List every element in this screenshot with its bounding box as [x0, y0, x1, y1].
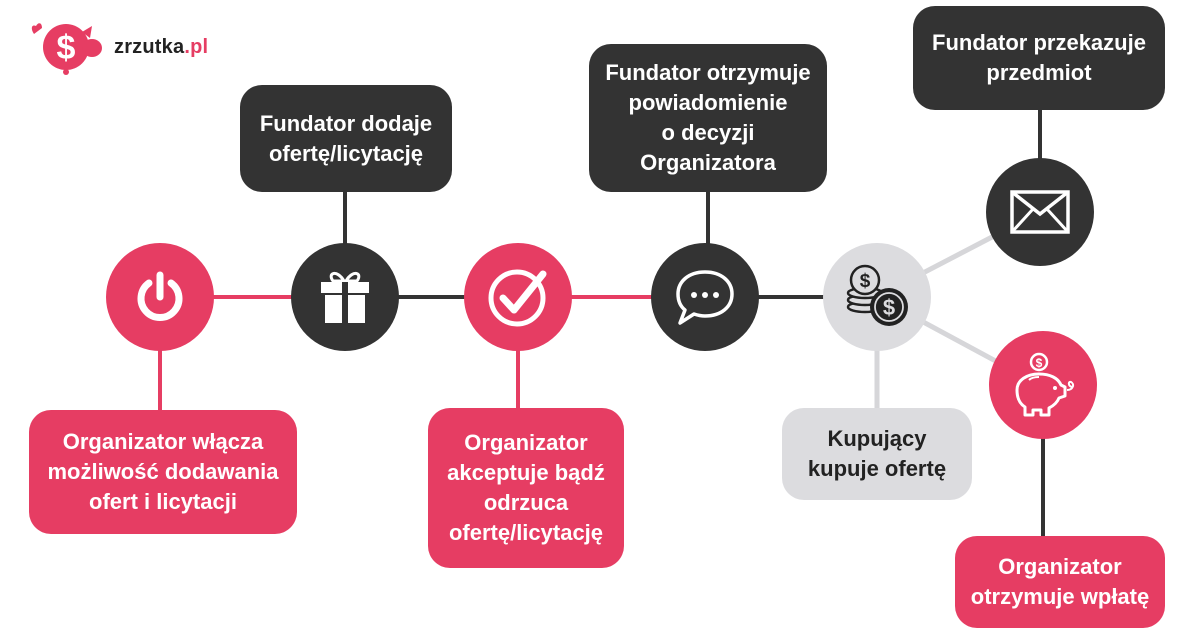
brand-logo[interactable]: $ zrzutka.pl [26, 18, 208, 76]
step-node-decide [464, 243, 572, 351]
step-box-decide: Organizator akceptuje bądź odrzuca ofert… [428, 408, 624, 568]
step-box-add-offer: Fundator dodaje ofertę/licytację [240, 85, 452, 192]
step-label-buy: Kupujący kupuje ofertę [807, 426, 947, 481]
step-node-notify [651, 243, 759, 351]
piggy-bank-icon: $ [1015, 352, 1075, 417]
brand-name: zrzutka.pl [114, 35, 209, 58]
chat-bubble-icon [676, 270, 734, 325]
svg-text:$: $ [1036, 356, 1043, 370]
step-box-deliver: Fundator przekazuje przedmiot [913, 6, 1165, 110]
step-box-notify: Fundator otrzymuje powiadomienie o decyz… [589, 44, 827, 192]
envelope-icon [1010, 190, 1070, 234]
step-label-enable: Organizator włącza możliwość dodawania o… [47, 429, 279, 514]
svg-text:$: $ [57, 29, 76, 67]
step-label-deliver: Fundator przekazuje przedmiot [932, 30, 1146, 85]
step-box-buy: Kupujący kupuje ofertę [782, 408, 972, 500]
step-box-enable: Organizator włącza możliwość dodawania o… [29, 410, 297, 534]
step-label-add-offer: Fundator dodaje ofertę/licytację [259, 110, 433, 166]
step-node-buy: $ $ [823, 243, 931, 351]
step-node-deliver [986, 158, 1094, 266]
svg-text:$: $ [860, 271, 871, 292]
step-node-enable [106, 243, 214, 351]
step-box-payment: Organizator otrzymuje wpłatę [955, 536, 1165, 628]
step-label-notify: Fundator otrzymuje powiadomienie o decyz… [605, 60, 811, 175]
step-node-payment: $ [989, 331, 1097, 439]
gift-icon [321, 272, 369, 323]
checkmark-icon [488, 269, 547, 327]
step-node-add-offer [291, 243, 399, 351]
step-label-decide: Organizator akceptuje bądź odrzuca ofert… [447, 430, 605, 545]
piggy-logo-icon: $ [31, 23, 102, 75]
step-label-payment: Organizator otrzymuje wpłatę [970, 554, 1150, 609]
power-icon [137, 271, 183, 321]
coins-icon: $ $ [846, 264, 908, 326]
svg-text:$: $ [883, 295, 895, 320]
